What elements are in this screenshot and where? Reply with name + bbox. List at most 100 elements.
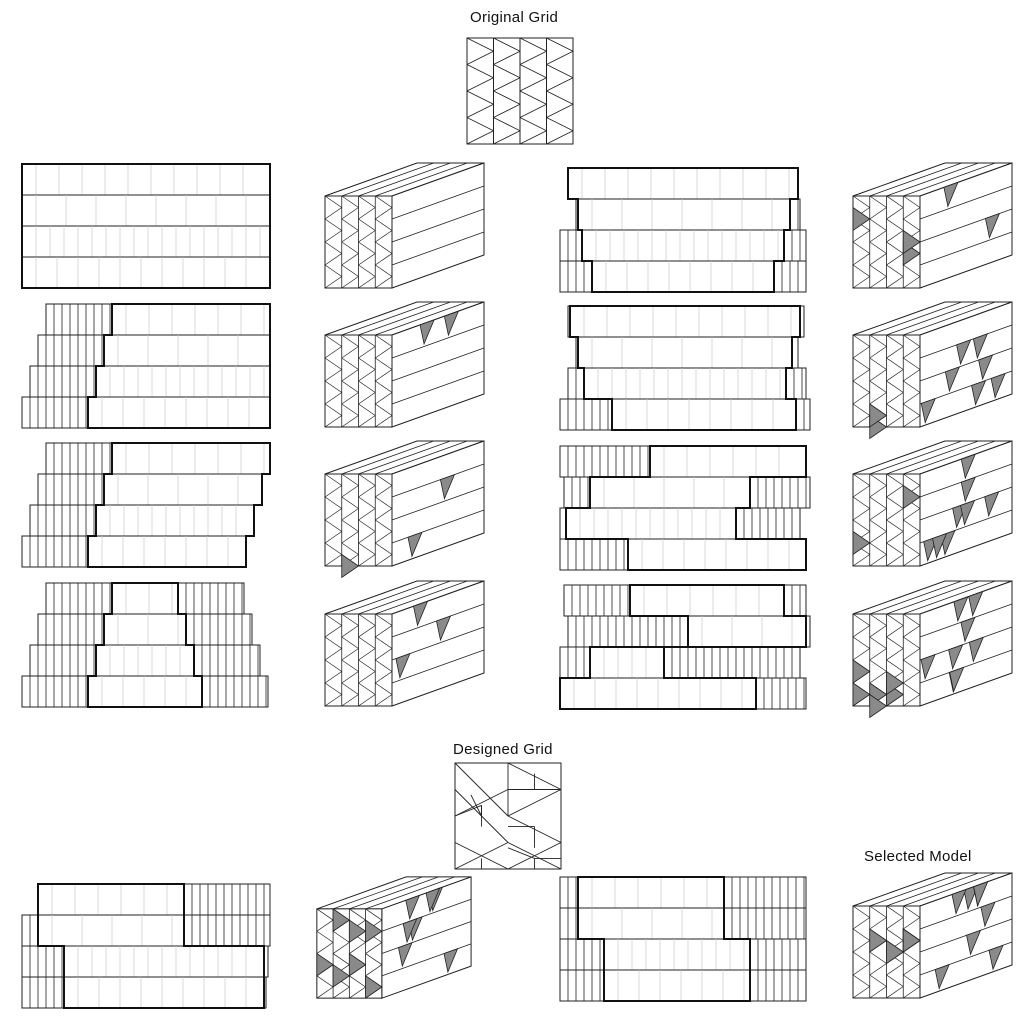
top-strip-line <box>869 440 962 475</box>
shaded-fold-triangle <box>956 339 972 366</box>
top-strip-line <box>886 440 979 475</box>
top-strip-line <box>332 876 423 910</box>
strip-row <box>559 260 807 293</box>
front-grid-diagonal <box>869 218 887 231</box>
front-grid-diagonal <box>886 659 904 672</box>
front-grid-diagonal <box>341 403 359 416</box>
front-grid-diagonal <box>886 195 904 208</box>
grid-diagonal <box>546 50 574 65</box>
front-grid-diagonal <box>358 230 376 243</box>
grid-diagonal <box>466 90 494 105</box>
shaded-fold-triangle <box>972 333 989 360</box>
front-grid-diagonal <box>358 531 376 544</box>
front-grid-diagonal <box>869 917 887 930</box>
strip-row <box>567 305 805 338</box>
strip-row <box>21 194 271 227</box>
designed-grid-pattern <box>454 762 562 870</box>
selected-outline <box>559 584 807 710</box>
grid-fold-line <box>507 842 562 870</box>
grid-diagonal <box>546 37 574 52</box>
front-grid-diagonal <box>324 671 342 684</box>
front-grid-diagonal <box>358 207 376 220</box>
front-grid-diagonal <box>358 253 376 266</box>
panel-row2-left <box>21 303 271 429</box>
grid-diagonal <box>546 130 574 145</box>
front-grid-diagonal <box>852 636 870 649</box>
original-grid-title: Original Grid <box>470 9 559 26</box>
front-grid-diagonal <box>324 682 342 695</box>
top-strip-line <box>903 301 996 336</box>
front-grid-diagonal <box>852 357 870 370</box>
front-grid-diagonal <box>852 554 870 567</box>
front-grid-diagonal <box>903 613 921 626</box>
grid-diagonal <box>493 130 521 145</box>
shaded-fold-triangle <box>984 491 1000 518</box>
grid-diagonal <box>519 77 547 92</box>
front-grid-diagonal <box>358 496 376 509</box>
front-grid-diagonal <box>365 908 383 921</box>
front-grid-diagonal <box>358 346 376 359</box>
front-grid-diagonal <box>341 671 359 684</box>
front-grid-diagonal <box>341 357 359 370</box>
front-grid-diagonal <box>852 230 870 243</box>
front-grid-diagonal <box>903 963 921 976</box>
front-grid-diagonal <box>324 542 342 555</box>
shaded-fold-triangle <box>944 366 961 393</box>
front-grid-diagonal <box>869 974 887 987</box>
front-grid-diagonal <box>852 241 870 254</box>
front-grid-diagonal <box>324 694 342 707</box>
front-grid-diagonal <box>886 369 904 382</box>
front-grid-diagonal <box>903 403 921 416</box>
grid-fold-line <box>507 789 562 817</box>
front-grid-diagonal <box>886 531 904 544</box>
panel-bottom-left <box>21 883 271 1009</box>
selected-outline <box>37 883 265 1009</box>
front-grid-diagonal <box>341 648 359 661</box>
front-grid-diagonal <box>358 403 376 416</box>
front-grid-diagonal <box>903 682 921 695</box>
strip-row <box>21 945 269 978</box>
side-strip-line <box>381 898 472 932</box>
front-grid-diagonal <box>324 554 342 567</box>
front-grid-diagonal <box>869 508 887 521</box>
front-grid-diagonal <box>324 241 342 254</box>
shaded-fold-triangle <box>425 887 441 913</box>
shaded-fold-triangle <box>443 310 460 337</box>
front-grid-diagonal <box>324 659 342 672</box>
front-grid-diagonal <box>869 963 887 976</box>
front-grid-diagonal <box>886 496 904 509</box>
front-grid-diagonal <box>869 195 887 208</box>
shaded-fold-triangle <box>920 397 936 424</box>
front-grid-diagonal <box>869 951 887 964</box>
shaded-fold-triangle <box>971 379 987 406</box>
front-grid-diagonal <box>332 930 350 943</box>
top-strip-line <box>375 580 468 615</box>
shaded-fold-triangle <box>439 473 456 500</box>
front-grid-diagonal <box>324 403 342 416</box>
shaded-fold-triangle <box>348 919 367 944</box>
front-grid-diagonal <box>852 392 870 405</box>
shaded-fold-triangle <box>869 403 888 428</box>
front-grid-diagonal <box>903 473 921 486</box>
top-strip-line <box>349 876 439 910</box>
front-grid-diagonal <box>903 195 921 208</box>
front-grid-diagonal <box>341 636 359 649</box>
front-grid-diagonal <box>332 953 350 965</box>
front-grid-diagonal <box>886 905 904 918</box>
strip-row <box>559 938 807 971</box>
front-grid-diagonal <box>375 485 393 498</box>
front-grid-diagonal <box>341 264 359 277</box>
front-grid-diagonal <box>869 380 887 393</box>
front-grid-diagonal <box>852 963 870 976</box>
grid-diagonal <box>466 117 494 132</box>
original-grid-pattern <box>466 37 574 145</box>
front-grid-diagonal <box>869 241 887 254</box>
side-strip-line <box>391 347 485 382</box>
front-grid-diagonal <box>869 659 887 672</box>
front-grid-diagonal <box>341 218 359 231</box>
top-strip-line <box>869 872 962 907</box>
side-strip-line <box>391 324 485 359</box>
box-row2-a <box>324 301 485 428</box>
front-grid-diagonal <box>869 986 887 999</box>
front-grid-diagonal <box>358 334 376 347</box>
